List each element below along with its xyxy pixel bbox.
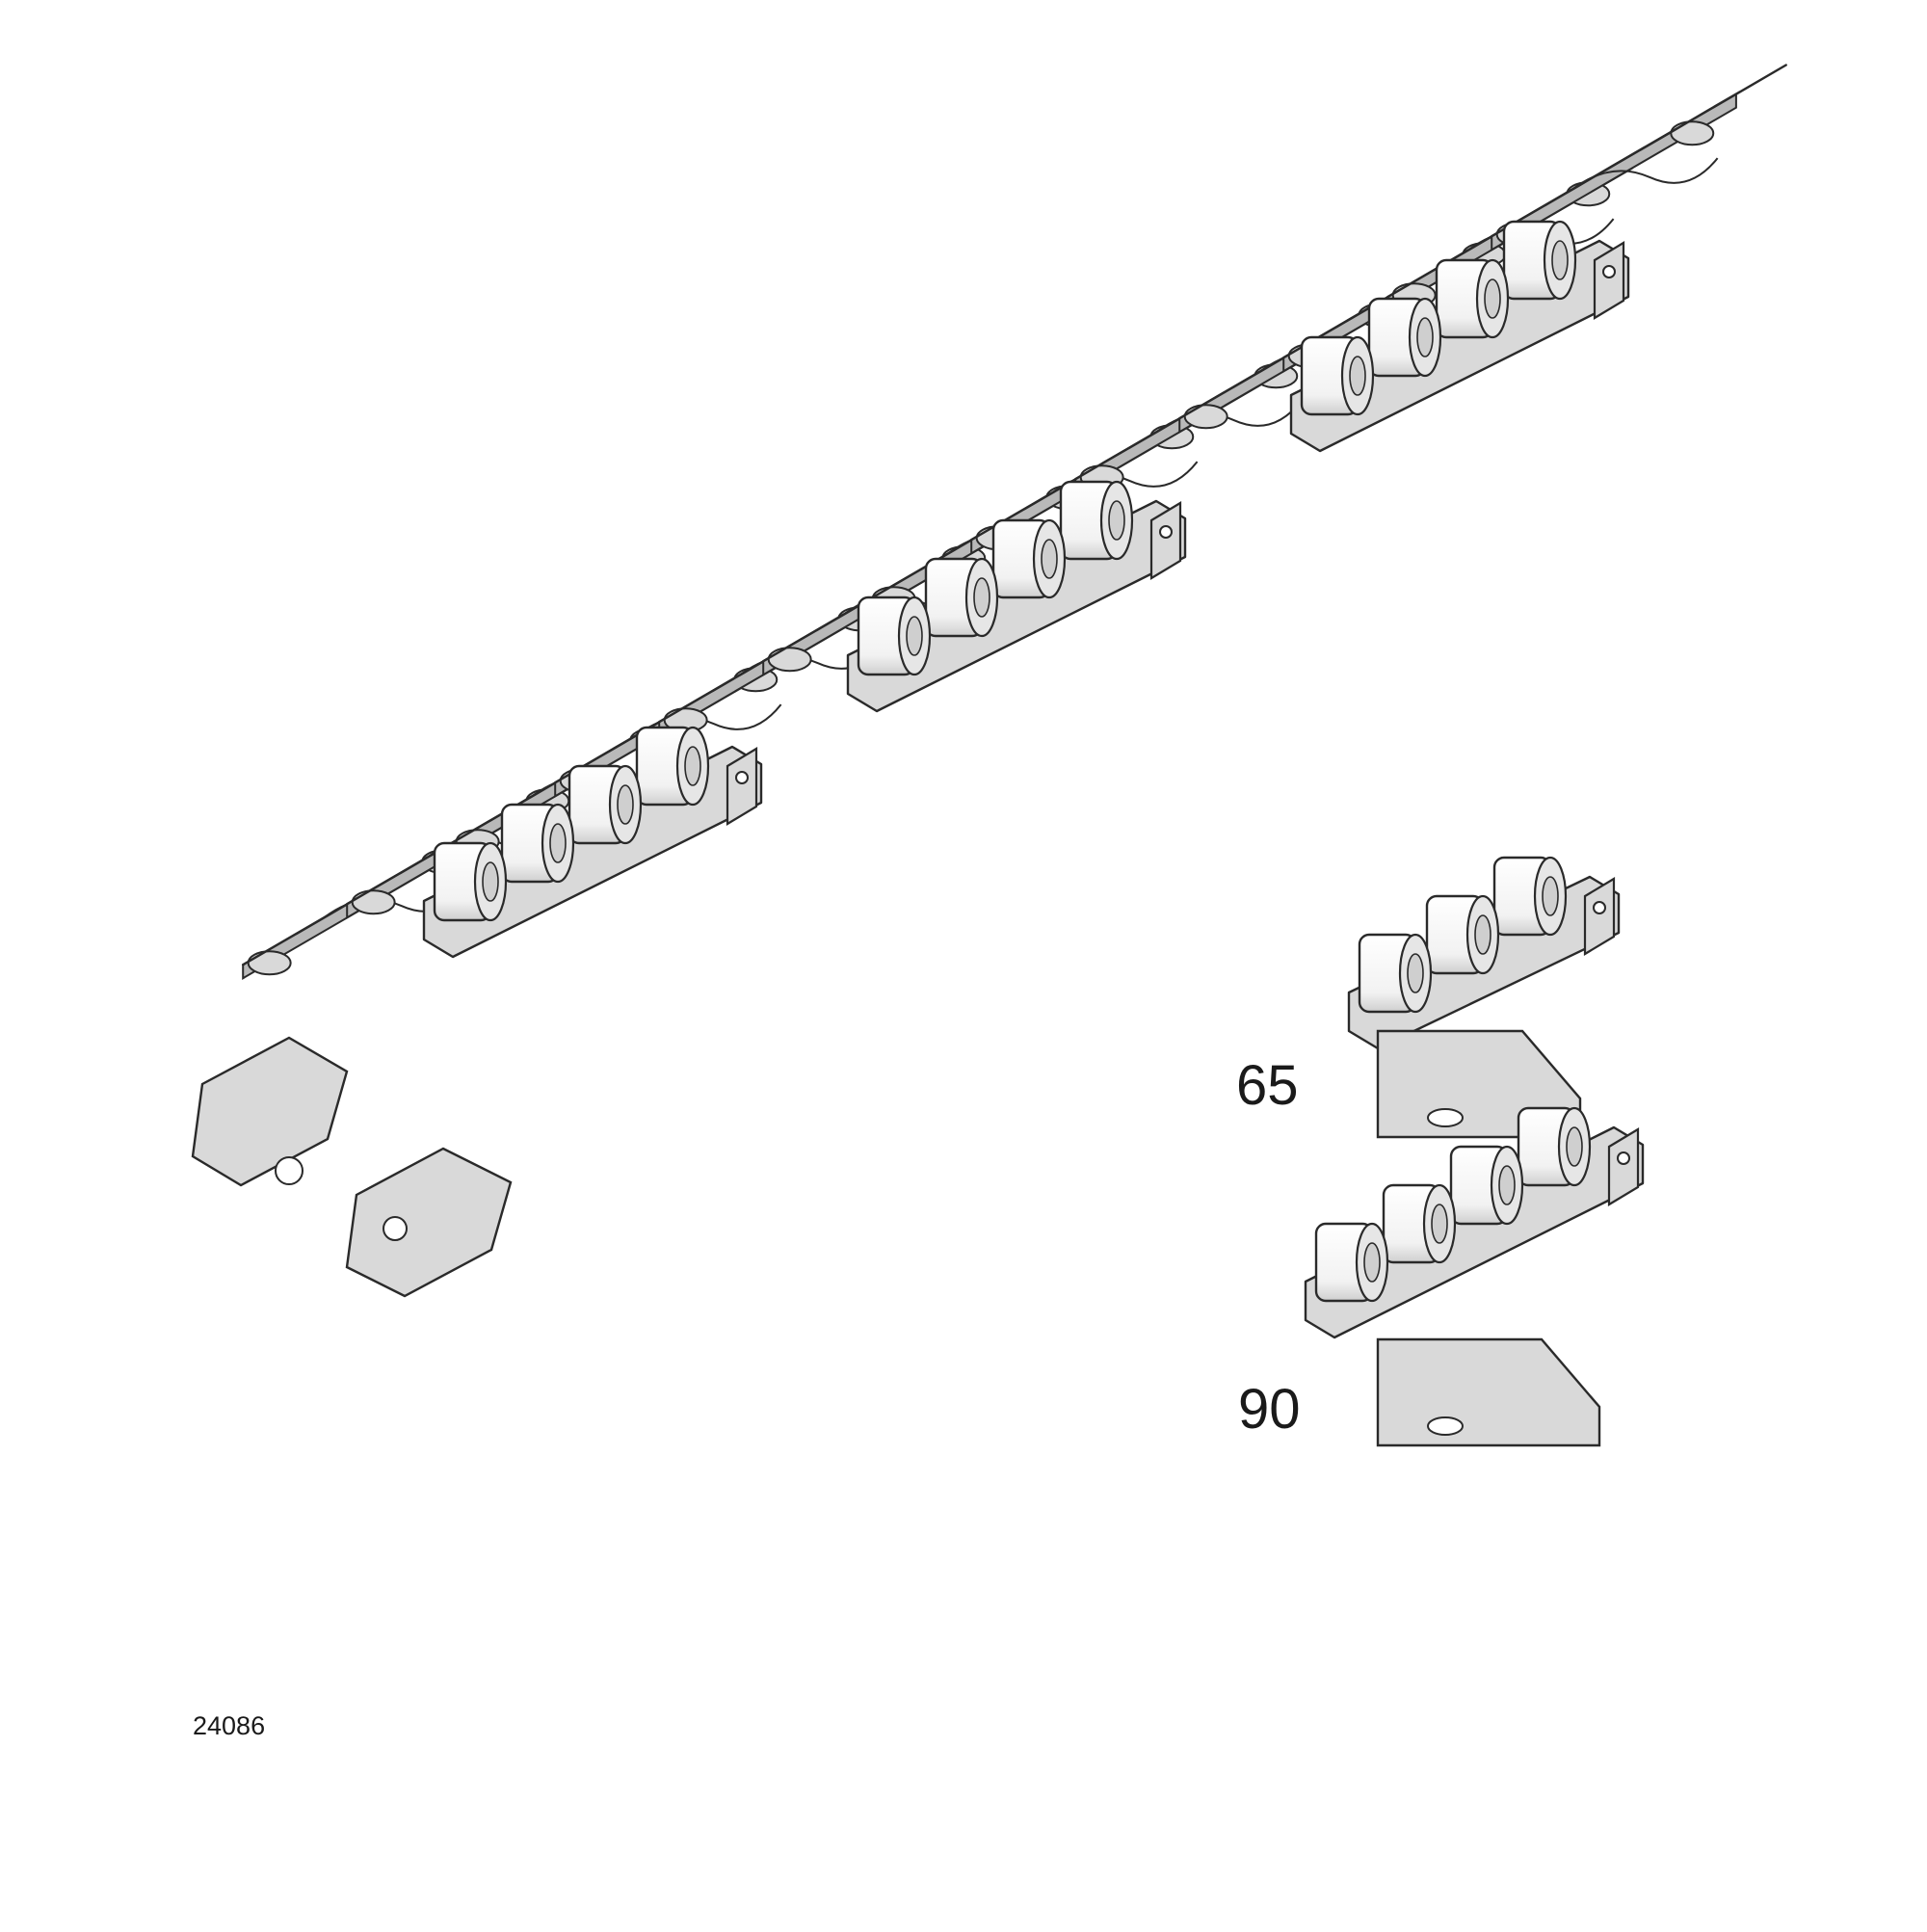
end-lug: [1583, 877, 1616, 956]
lug-hole: [1602, 265, 1616, 278]
plate-slot: [1572, 157, 1719, 190]
roller-hub: [1407, 953, 1424, 993]
roller: [1449, 1145, 1524, 1226]
roller-hub: [482, 861, 499, 902]
link-hole: [275, 1156, 304, 1185]
lug-hole: [1159, 525, 1173, 539]
roller: [1059, 480, 1134, 561]
roller: [1358, 933, 1433, 1014]
roller: [1435, 258, 1510, 339]
end-link: [191, 1036, 349, 1187]
plate-top: [1491, 64, 1787, 238]
chain-plate: [1491, 64, 1787, 251]
roller-set-3: [1347, 856, 1621, 1050]
lug-hole: [1593, 901, 1606, 914]
figure-number: 24086: [193, 1711, 266, 1740]
roller-hub: [1498, 1165, 1516, 1205]
roller-hub: [684, 746, 701, 786]
roller: [433, 841, 508, 922]
link-hole: [383, 1216, 408, 1241]
mount-hole: [1427, 1108, 1464, 1127]
roller: [1517, 1106, 1592, 1187]
roller-hub: [906, 616, 923, 656]
lug-hole: [1617, 1151, 1630, 1165]
roller-hub: [973, 577, 990, 618]
roller-hub: [1542, 876, 1559, 916]
hinge-knuckle: [247, 950, 292, 976]
chain-roller-set: [422, 726, 763, 959]
roller-hub: [1041, 539, 1058, 579]
end-lug: [1593, 241, 1625, 320]
chain-end-links: [191, 1036, 513, 1298]
roller: [991, 518, 1067, 599]
hinge-knuckle: [767, 647, 812, 673]
roller: [1382, 1183, 1457, 1264]
roller-hub: [549, 823, 567, 863]
roller-hub: [1566, 1126, 1583, 1167]
roller: [1502, 220, 1577, 301]
roller-hub: [1363, 1242, 1381, 1283]
end-link: [345, 1147, 513, 1298]
roller: [1300, 335, 1375, 416]
roller: [857, 595, 932, 676]
end-lug: [726, 747, 758, 826]
chain-roller-set: [1289, 220, 1630, 453]
roller-hub: [1484, 278, 1501, 319]
roller-hub: [1349, 356, 1366, 396]
roller: [1367, 297, 1442, 378]
roller-hub: [1108, 500, 1125, 541]
chain-assembly: [191, 64, 1787, 1298]
roller-attachment-90: [1304, 1106, 1645, 1447]
hinge-knuckle: [1670, 120, 1715, 146]
roller-hub: [1416, 317, 1434, 357]
roller: [568, 764, 643, 845]
roller-attachment-65: [1347, 856, 1621, 1139]
roller-hub: [617, 784, 634, 825]
roller: [635, 726, 710, 807]
hinge-knuckle: [351, 889, 396, 915]
roller: [1314, 1222, 1389, 1303]
roller: [500, 803, 575, 884]
variant-label-90: 90: [1238, 1378, 1301, 1441]
hinge-knuckle: [1183, 404, 1228, 430]
lug-hole: [735, 771, 749, 784]
roller: [1425, 894, 1500, 975]
mount-block: [1376, 1337, 1601, 1447]
chain-roller-set: [846, 480, 1187, 713]
roller-hub: [1431, 1204, 1448, 1244]
roller-set-4: [1304, 1106, 1645, 1339]
variant-label-65: 65: [1236, 1054, 1299, 1117]
mount-hole: [1427, 1416, 1464, 1436]
roller: [924, 557, 999, 638]
end-lug: [1607, 1127, 1640, 1206]
roller: [1492, 856, 1568, 937]
roller-hub: [1474, 914, 1491, 955]
end-lug: [1149, 501, 1182, 580]
roller-hub: [1551, 240, 1569, 280]
